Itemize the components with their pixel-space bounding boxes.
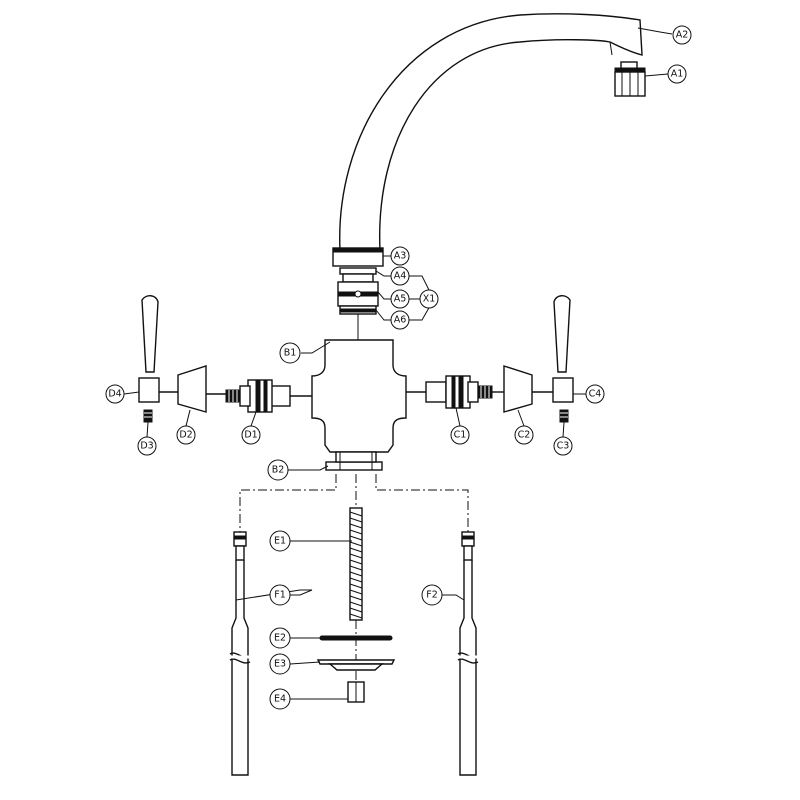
assembly-centerlines bbox=[239, 474, 469, 680]
svg-text:F2: F2 bbox=[426, 590, 438, 601]
svg-text:A6: A6 bbox=[394, 315, 407, 326]
svg-text:F1: F1 bbox=[274, 590, 286, 601]
label-E3: E3 bbox=[269, 653, 291, 675]
label-A6: A6 bbox=[390, 310, 410, 330]
threaded-rod bbox=[349, 507, 363, 621]
left-lever-handle bbox=[138, 295, 178, 423]
svg-text:A2: A2 bbox=[676, 30, 689, 41]
svg-text:B2: B2 bbox=[272, 465, 285, 476]
label-C1: C1 bbox=[450, 425, 470, 445]
label-F2: F2 bbox=[421, 584, 443, 606]
label-C3: C3 bbox=[553, 436, 573, 456]
svg-text:C1: C1 bbox=[454, 430, 467, 441]
svg-text:E4: E4 bbox=[274, 694, 286, 705]
base-nut bbox=[325, 451, 383, 471]
base-gasket bbox=[319, 635, 393, 641]
label-A3: A3 bbox=[390, 246, 410, 266]
label-C2: C2 bbox=[514, 425, 534, 445]
svg-text:X1: X1 bbox=[423, 294, 436, 305]
label-X1: X1 bbox=[419, 289, 439, 309]
label-E2: E2 bbox=[269, 627, 291, 649]
label-B1: B1 bbox=[279, 342, 301, 364]
svg-text:C2: C2 bbox=[518, 430, 531, 441]
label-A5: A5 bbox=[390, 289, 410, 309]
right-lever-handle bbox=[532, 295, 574, 423]
svg-text:D2: D2 bbox=[179, 430, 192, 441]
right-valve-cartridge bbox=[406, 375, 493, 409]
svg-text:A5: A5 bbox=[394, 294, 407, 305]
svg-text:A1: A1 bbox=[671, 69, 684, 80]
left-valve-cartridge bbox=[225, 379, 312, 413]
right-flex-hose bbox=[456, 531, 480, 776]
spout bbox=[339, 13, 643, 251]
svg-text:D4: D4 bbox=[108, 389, 121, 400]
label-D2: D2 bbox=[176, 425, 196, 445]
label-C4: C4 bbox=[585, 384, 605, 404]
right-shroud bbox=[492, 365, 533, 413]
svg-text:E2: E2 bbox=[274, 633, 286, 644]
spout-cartridge bbox=[337, 267, 379, 340]
label-E1: E1 bbox=[269, 530, 291, 552]
svg-text:D1: D1 bbox=[244, 430, 257, 441]
label-D1: D1 bbox=[241, 425, 261, 445]
label-B2: B2 bbox=[267, 459, 289, 481]
svg-text:E3: E3 bbox=[274, 659, 286, 670]
label-A4: A4 bbox=[390, 266, 410, 286]
left-flex-hose bbox=[228, 531, 252, 776]
svg-text:A3: A3 bbox=[394, 251, 407, 262]
label-F1: F1 bbox=[269, 584, 291, 606]
svg-text:D3: D3 bbox=[140, 441, 153, 452]
fixing-nut bbox=[347, 681, 365, 703]
svg-text:B1: B1 bbox=[284, 348, 297, 359]
spout-collar bbox=[332, 247, 384, 267]
svg-text:A4: A4 bbox=[394, 271, 407, 282]
mixer-body bbox=[311, 339, 407, 453]
label-E4: E4 bbox=[269, 688, 291, 710]
label-A2: A2 bbox=[672, 25, 692, 45]
svg-text:E1: E1 bbox=[274, 536, 286, 547]
washer-plate bbox=[316, 659, 396, 671]
aerator bbox=[614, 61, 646, 97]
label-D3: D3 bbox=[137, 436, 157, 456]
label-D4: D4 bbox=[105, 384, 125, 404]
svg-text:C4: C4 bbox=[589, 389, 602, 400]
svg-text:C3: C3 bbox=[557, 441, 570, 452]
leader-lines bbox=[123, 27, 673, 700]
label-A1: A1 bbox=[667, 64, 687, 84]
left-shroud bbox=[177, 365, 226, 413]
